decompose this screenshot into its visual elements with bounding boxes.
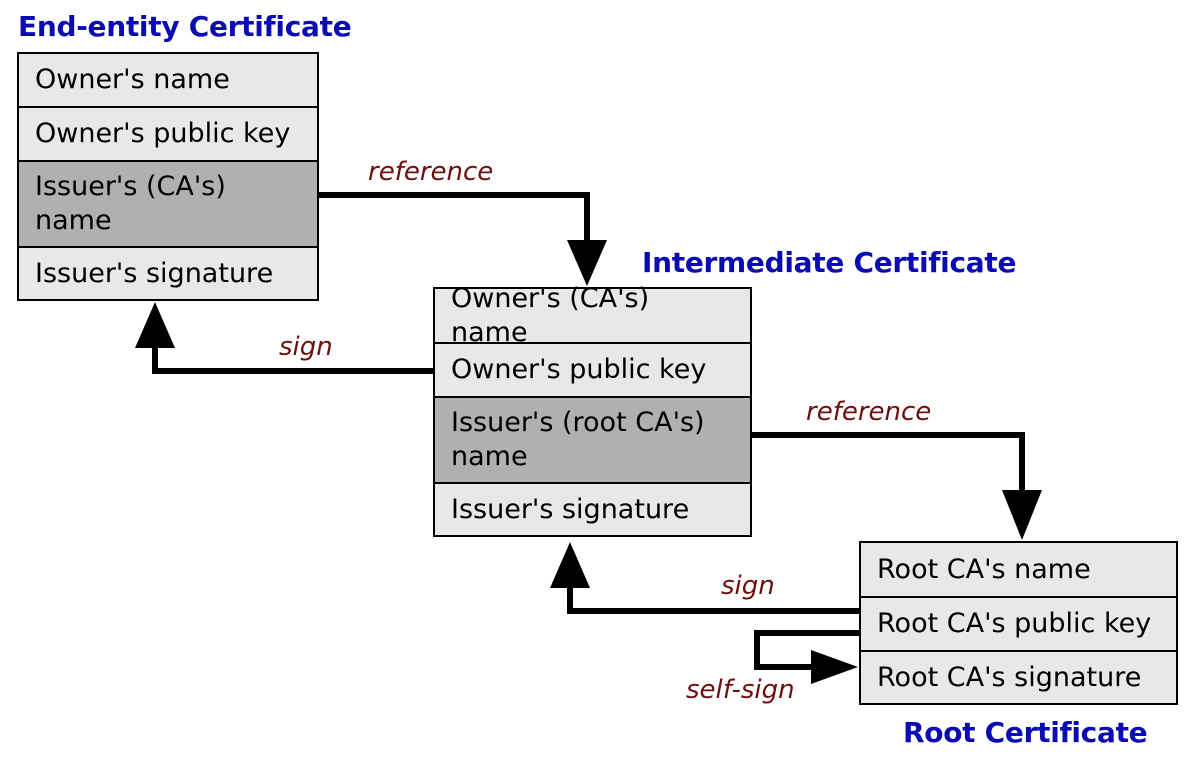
sign-arrow-2-head <box>550 542 590 588</box>
field-label: Issuer's signature <box>451 493 690 525</box>
field-label: Owner's (CA's) name <box>451 282 650 348</box>
end-entity-owner-name-field: Owner's name <box>19 54 317 108</box>
self-sign-arrow-head <box>811 650 858 684</box>
sign-label-1: sign <box>279 332 333 362</box>
end-entity-certificate-title: End-entity Certificate <box>18 10 352 43</box>
sign-arrow-1-head <box>135 302 175 348</box>
sign-label-2: sign <box>721 571 775 601</box>
root-certificate: Root CA's name Root CA's public key Root… <box>859 541 1178 705</box>
intermediate-certificate: Owner's (CA's) name Owner's public key I… <box>433 283 752 537</box>
intermediate-issuer-signature-field: Issuer's signature <box>435 484 750 535</box>
end-entity-owner-public-key-field: Owner's public key <box>19 108 317 162</box>
end-entity-issuer-name-field: Issuer's (CA's) name <box>19 162 317 248</box>
intermediate-owner-public-key-field: Owner's public key <box>435 344 750 398</box>
intermediate-owner-name-field: Owner's (CA's) name <box>435 283 750 348</box>
intermediate-issuer-name-field: Issuer's (root CA's) name <box>435 398 750 484</box>
field-label: Root CA's signature <box>877 661 1142 693</box>
root-certificate-title: Root Certificate <box>903 716 1148 749</box>
root-ca-name-field: Root CA's name <box>861 543 1176 598</box>
self-sign-arrow-line <box>754 630 859 670</box>
field-label: Issuer's (root CA's) name <box>451 407 705 472</box>
field-label: Owner's public key <box>451 354 707 385</box>
root-ca-public-key-field: Root CA's public key <box>861 598 1176 652</box>
reference-arrow-1-line <box>319 192 590 245</box>
field-label: Owner's name <box>35 64 230 95</box>
end-entity-certificate: Owner's name Owner's public key Issuer's… <box>17 52 319 301</box>
reference-arrow-2-line <box>752 432 1025 495</box>
reference-arrow-1-head <box>567 240 607 286</box>
self-sign-label: self-sign <box>686 675 795 705</box>
end-entity-issuer-signature-field: Issuer's signature <box>19 248 317 299</box>
sign-arrow-1-line <box>152 340 433 374</box>
root-ca-signature-field: Root CA's signature <box>861 652 1176 703</box>
reference-arrow-2-head <box>1002 490 1042 540</box>
field-label: Issuer's (CA's) name <box>35 171 226 236</box>
intermediate-certificate-title: Intermediate Certificate <box>642 246 1017 279</box>
field-label: Root CA's public key <box>877 608 1152 639</box>
field-label: Owner's public key <box>35 118 291 149</box>
reference-label-1: reference <box>368 157 494 187</box>
sign-arrow-2-line <box>567 582 859 614</box>
field-label: Issuer's signature <box>35 257 274 289</box>
field-label: Root CA's name <box>877 553 1091 585</box>
reference-label-2: reference <box>806 397 932 427</box>
